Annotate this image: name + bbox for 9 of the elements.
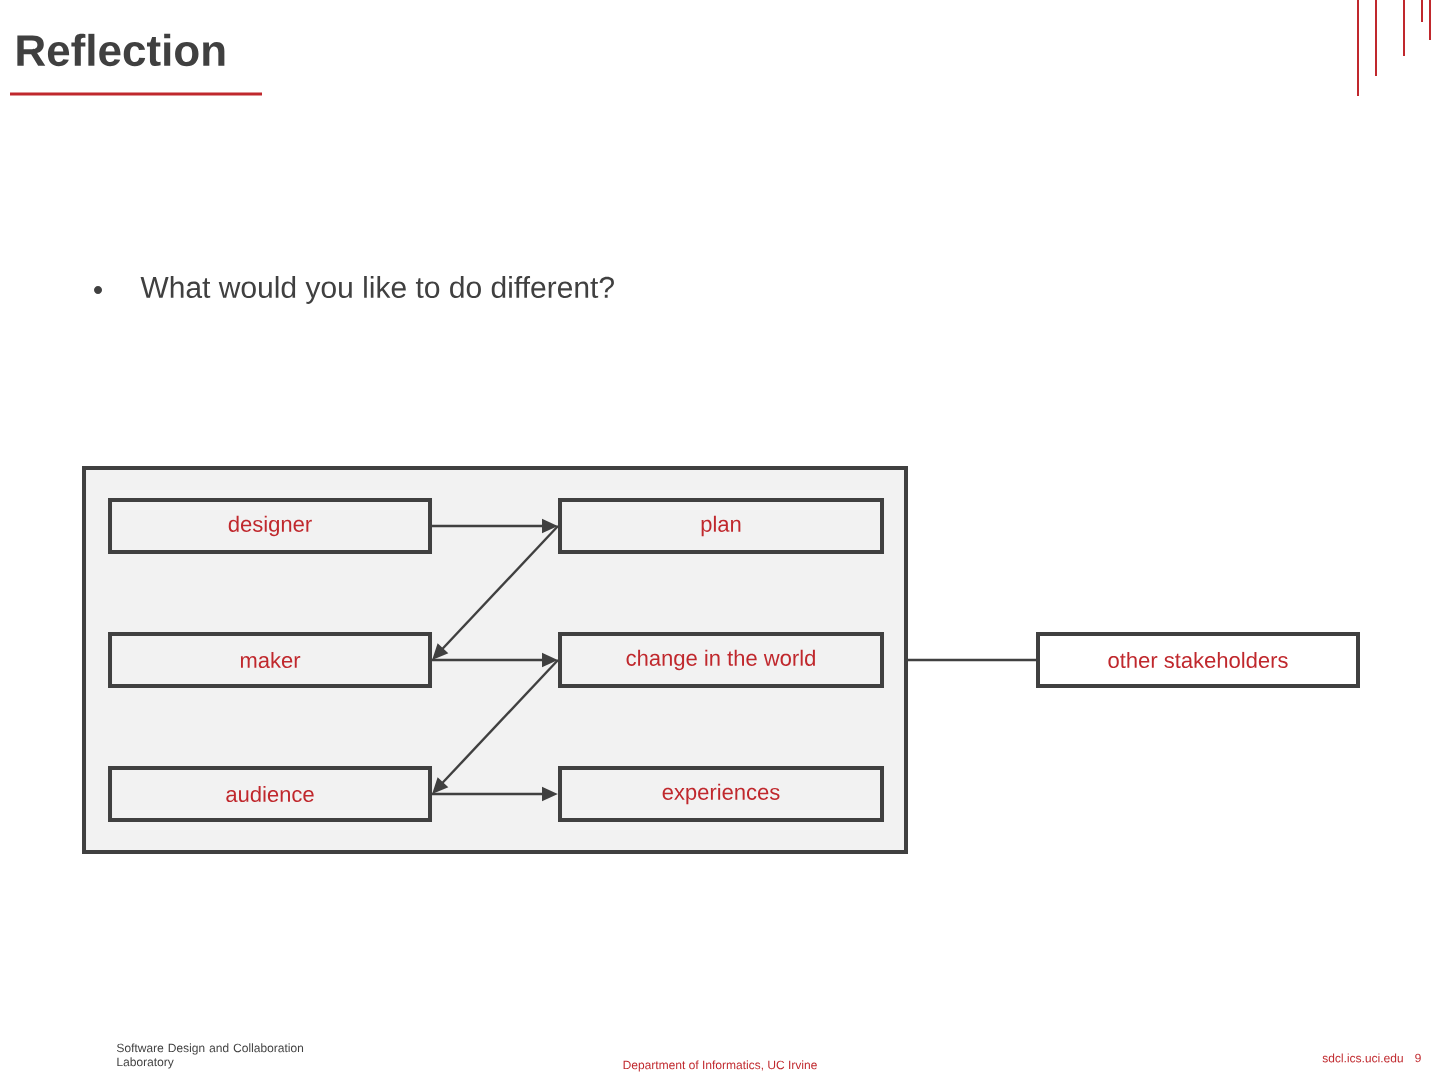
slide-title: Reflection xyxy=(17,33,225,67)
process-box: change in the world xyxy=(558,632,884,688)
process-box: experiences xyxy=(558,766,884,822)
process-box: other stakeholders xyxy=(1036,632,1360,688)
process-box: designer xyxy=(108,498,432,554)
process-box: audience xyxy=(108,766,432,822)
process-box: plan xyxy=(558,498,884,554)
process-box: maker xyxy=(108,632,432,688)
bullet-text: What would you like to do different? xyxy=(140,276,614,304)
